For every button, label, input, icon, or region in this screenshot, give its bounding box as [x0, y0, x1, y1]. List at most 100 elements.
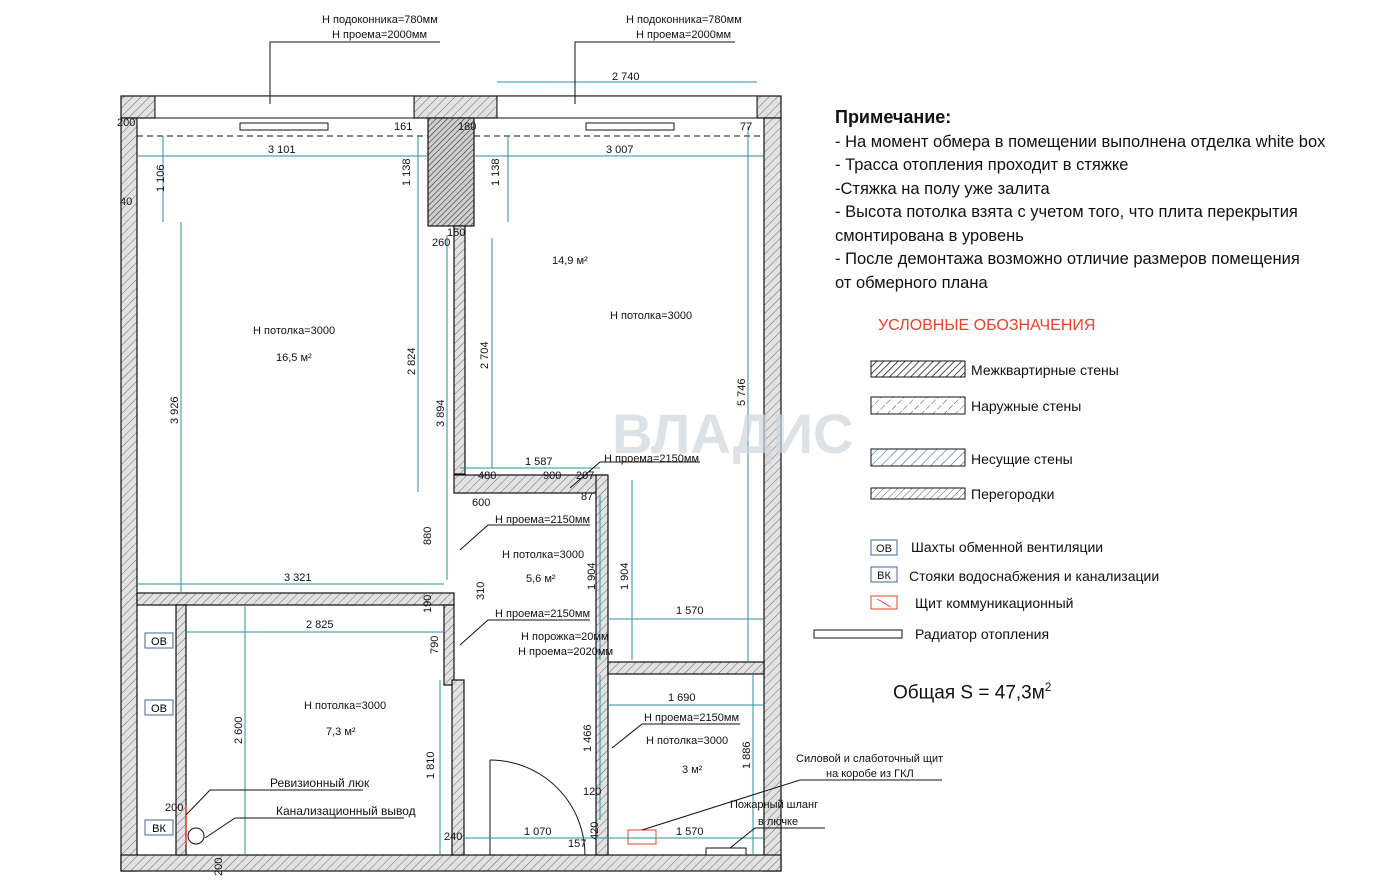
dim-1810: 1 810	[425, 751, 437, 779]
outer-wall-top-mid	[413, 95, 498, 119]
dim-1070: 1 070	[524, 826, 552, 838]
outer-wall-top-right	[756, 95, 782, 119]
opening-note-5: Н проема=2020мм	[518, 646, 613, 658]
opening-note-2: Н проема=2150мм	[495, 514, 590, 526]
room-2-area: 14,9 м²	[552, 255, 588, 267]
partition-wc-right	[175, 604, 187, 856]
sewer-outlet-icon	[187, 827, 205, 845]
radiator-right	[585, 122, 675, 131]
callout-opening-2: Н проема=2000мм	[636, 29, 731, 41]
room-5-area: 3 м²	[682, 764, 703, 776]
note-title: Примечание:	[835, 107, 952, 127]
dim-1570-a: 1 570	[676, 605, 704, 617]
label-power-panel-2: на коробе из ГКЛ	[826, 768, 914, 780]
radiator-left	[239, 122, 329, 131]
opening-note-6: Н проема=2150мм	[644, 712, 739, 724]
fire-hose-box	[705, 847, 747, 856]
tags: ОВ ОВ ВК	[144, 632, 174, 836]
tag-ov-1	[144, 632, 174, 649]
leader-lines	[185, 41, 942, 849]
tag-ov-1-label: ОВ	[151, 636, 167, 648]
panel-box	[627, 829, 657, 845]
dim-1587: 1 587	[525, 456, 553, 468]
windows-radiators	[137, 95, 764, 137]
dim-190-a: 190	[422, 595, 434, 613]
legend-label-ventilation: Шахты обменной вентиляции	[911, 539, 1104, 555]
dim-180: 180	[458, 121, 476, 133]
total-area: Общая S = 47,3м2	[893, 680, 1051, 704]
dim-260: 260	[432, 237, 450, 249]
dim-2740: 2 740	[612, 71, 640, 83]
dim-1138-a: 1 138	[401, 158, 413, 186]
dim-3101: 3 101	[268, 144, 296, 156]
note-line-3: -Стяжка на полу уже залита	[835, 179, 1050, 198]
outer-wall-right	[763, 117, 782, 872]
window-right	[496, 95, 758, 119]
note-line-2: - Трасса отопления проходит в стяжке	[835, 156, 1129, 174]
partition-corridor-right	[595, 474, 609, 856]
partition-room3-top	[607, 661, 765, 675]
window-left	[154, 95, 415, 119]
dim-1904-b: 1 904	[619, 562, 631, 590]
tag-ov-2	[144, 699, 174, 716]
note-line-4: - Высота потолка взята с учетом того, чт…	[835, 203, 1298, 221]
total-area-label: Общая S = 47,3м	[893, 682, 1045, 704]
label-sewer-outlet: Канализационный вывод	[276, 804, 416, 818]
room-2-ceiling: Н потолка=3000	[610, 310, 692, 322]
dim-200-b: 200	[165, 802, 183, 814]
room-3-area: 5,6 м²	[526, 573, 556, 585]
opening-note-3: Н проема=2150мм	[495, 608, 590, 620]
dim-790: 790	[429, 636, 441, 654]
dim-161: 161	[394, 121, 412, 133]
dim-420: 420	[589, 822, 601, 840]
callout-sill-1: Н подоконника=780мм	[322, 14, 438, 26]
label-fire-hose-2: в лючке	[758, 816, 798, 828]
dim-1138-b: 1 138	[490, 158, 502, 186]
legend-label-bearing: Несущие стены	[971, 451, 1073, 467]
dimension-texts: 2 740 200 161 180 77 3 101 3 007 1 106 1…	[117, 71, 753, 876]
legend-external-wall-hatch	[870, 396, 966, 415]
note-line-5: смонтирована в уровень	[835, 226, 1024, 245]
walls	[120, 95, 782, 872]
room-4-ceiling: Н потолка=3000	[304, 700, 386, 712]
partition-vertical-middle	[453, 225, 466, 475]
legend-title: УСЛОВНЫЕ ОБОЗНАЧЕНИЯ	[878, 317, 1096, 334]
entrance-door	[185, 759, 747, 856]
room-1-ceiling: Н потолка=3000	[253, 325, 335, 337]
dim-3007: 3 007	[606, 144, 634, 156]
dim-200-c: 200	[213, 858, 225, 876]
note-line-1: - На момент обмера в помещении выполнена…	[835, 132, 1326, 151]
dim-120: 120	[583, 786, 601, 798]
dim-150: 150	[447, 227, 465, 239]
plan-text: Н подоконника=780мм Н проема=2000мм Н по…	[253, 14, 943, 828]
partition-bath-right	[443, 604, 455, 686]
dim-2825: 2 825	[306, 619, 334, 631]
legend-radiator-icon	[813, 629, 903, 639]
dim-240: 240	[444, 831, 462, 843]
tag-vk	[144, 819, 174, 836]
dim-207: 207	[576, 470, 594, 482]
label-power-panel-1: Силовой и слаботочный щит	[796, 753, 943, 765]
dim-2704: 2 704	[479, 341, 491, 369]
outer-wall-bottom	[120, 854, 782, 872]
dim-2824: 2 824	[406, 347, 418, 375]
tag-ov-2-label: ОВ	[151, 703, 167, 715]
dim-157: 157	[568, 838, 586, 850]
legend-label-interapartment: Межквартирные стены	[971, 362, 1119, 378]
legend-ov-symbol	[870, 539, 898, 556]
label-revision-hatch: Ревизионный люк	[270, 776, 370, 790]
legend-vk-symbol	[870, 566, 898, 583]
dim-5746: 5 746	[736, 378, 748, 406]
legend-label-radiator: Радиатор отопления	[915, 626, 1050, 642]
dim-3926: 3 926	[169, 396, 181, 424]
legend-vk-symbol-label: ВК	[877, 570, 891, 582]
callout-opening-1: Н проема=2000мм	[332, 29, 427, 41]
label-fire-hose-1: Пожарный шланг	[730, 799, 818, 811]
note-line-7: от обмерного плана	[835, 273, 988, 292]
note-line-6: - После демонтажа возможно отличие разме…	[835, 250, 1300, 268]
dim-900: 900	[543, 470, 561, 482]
dim-200-a: 200	[117, 117, 135, 129]
dim-2600: 2 600	[233, 716, 245, 744]
outer-wall-left	[120, 117, 138, 872]
